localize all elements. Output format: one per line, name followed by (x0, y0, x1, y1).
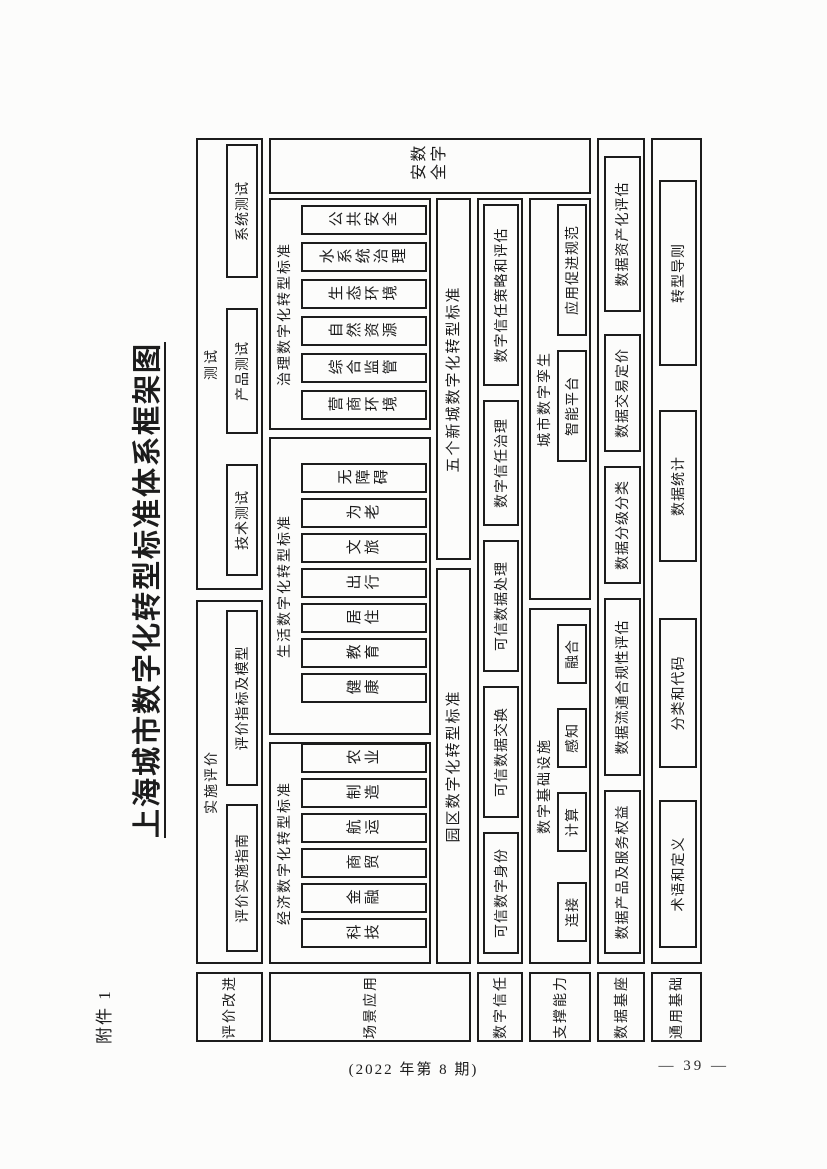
diagram-title: 上海城市数字化转型标准体系框架图 (124, 130, 166, 1050)
box-technical-testing: 技术测试 (226, 464, 258, 576)
attachment-label: 附件 1 (95, 989, 114, 1044)
box-transformation-guidelines: 转型导则 (659, 180, 697, 366)
rotated-diagram-canvas: 附件 1 上海城市数字化转型标准体系框架图 评价改进 场景应用 数字信任 支撑能… (90, 130, 710, 1050)
digital-trust-row-box: 可信数字身份 可信数据交换 可信数据处理 数字信任治理 数字信任策略和评估 (477, 198, 523, 964)
box-digital-trust-governance: 数字信任治理 (483, 400, 519, 526)
item-manufacturing: 制造 (301, 778, 427, 808)
box-connectivity: 连接 (557, 882, 587, 942)
box-computing: 计算 (557, 792, 587, 852)
digital-security-line1: 数字 (410, 147, 450, 165)
item-shipping: 航运 (301, 813, 427, 843)
box-data-products-service-rights: 数据产品及服务权益 (604, 790, 641, 954)
group-digital-infrastructure: 数字基础设施 连接 计算 感知 融合 (529, 608, 591, 964)
item-culture-tourism: 文旅 (301, 533, 427, 563)
box-park-standards: 园区数字化转型标准 (436, 568, 471, 964)
group-life-standards-label: 生活数字化转型标准 (276, 514, 292, 658)
box-data-circulation-compliance: 数据流通合规性评估 (604, 598, 641, 776)
group-testing: 测试 技术测试 产品测试 系统测试 (196, 138, 263, 590)
item-elderly-care: 为老 (301, 498, 427, 528)
general-foundation-row-box: 术语和定义 分类和代码 数据统计 转型导则 (651, 138, 702, 964)
group-life-standards: 生活数字化转型标准 健康 教育 居住 出行 文旅 为老 无障碍 (269, 437, 431, 735)
box-application-promotion-spec: 应用促进规范 (557, 204, 587, 336)
box-digital-trust-strategy-evaluation: 数字信任策略和评估 (483, 204, 519, 386)
group-governance-standards-label: 治理数字化转型标准 (276, 242, 292, 386)
item-business-environment: 营商环境 (301, 390, 427, 420)
item-water-system-governance: 水系统治理 (301, 242, 427, 272)
box-data-classification-grading: 数据分级分类 (604, 466, 641, 584)
item-accessibility: 无障碍 (301, 463, 427, 493)
item-finance: 金融 (301, 883, 427, 913)
item-education: 教育 (301, 638, 427, 668)
row-label-support-capability: 支撑能力 (529, 972, 591, 1042)
box-product-testing: 产品测试 (226, 308, 258, 434)
group-digital-infrastructure-label: 数字基础设施 (536, 738, 552, 834)
group-city-digital-twin-label: 城市数字孪生 (536, 351, 552, 447)
footer-issue-text: (2022 年第 8 期) (348, 1062, 479, 1078)
row-label-general-foundation: 通用基础 (651, 972, 702, 1042)
box-data-trading-pricing: 数据交易定价 (604, 334, 641, 452)
row-label-scenario-application: 场景应用 (269, 972, 471, 1042)
item-public-safety: 公共安全 (301, 205, 427, 235)
item-housing: 居住 (301, 603, 427, 633)
row-label-evaluation-improvement: 评价改进 (196, 972, 263, 1042)
box-evaluation-implementation-guide: 评价实施指南 (226, 804, 258, 952)
box-evaluation-indicators-models: 评价指标及模型 (226, 610, 258, 786)
group-implementation-evaluation-label: 实施评价 (203, 750, 219, 814)
digital-security-line2: 安全 (410, 166, 450, 183)
box-trusted-digital-identity: 可信数字身份 (483, 832, 519, 954)
box-convergence: 融合 (557, 624, 587, 684)
box-data-assetization-evaluation: 数据资产化评估 (604, 156, 641, 312)
item-ecological-environment: 生态环境 (301, 279, 427, 309)
item-travel: 出行 (301, 568, 427, 598)
box-intelligent-platform: 智能平台 (557, 350, 587, 462)
item-commerce: 商贸 (301, 848, 427, 878)
group-economy-standards-label: 经济数字化转型标准 (276, 781, 292, 925)
group-city-digital-twin: 城市数字孪生 智能平台 应用促进规范 (529, 198, 591, 600)
digital-security-box: 数字 安全 (269, 138, 591, 194)
box-five-new-cities-standards: 五个新城数字化转型标准 (436, 198, 471, 560)
diagram-title-text: 上海城市数字化转型标准体系框架图 (132, 342, 164, 839)
digital-security-text: 数字 安全 (410, 148, 450, 185)
footer-page-number: — 39 — (658, 1058, 729, 1074)
row-label-digital-trust: 数字信任 (477, 972, 523, 1042)
item-comprehensive-supervision: 综合监管 (301, 353, 427, 383)
box-sensing: 感知 (557, 708, 587, 768)
box-system-testing: 系统测试 (226, 144, 258, 278)
box-trusted-data-processing: 可信数据处理 (483, 540, 519, 672)
data-base-row-box: 数据产品及服务权益 数据流通合规性评估 数据分级分类 数据交易定价 数据资产化评… (597, 138, 645, 964)
box-classification-codes: 分类和代码 (659, 618, 697, 768)
item-natural-resources: 自然资源 (301, 316, 427, 346)
item-agriculture: 农业 (301, 743, 427, 773)
box-trusted-data-exchange: 可信数据交换 (483, 686, 519, 818)
box-data-statistics: 数据统计 (659, 410, 697, 562)
item-health: 健康 (301, 673, 427, 703)
group-governance-standards: 治理数字化转型标准 营商环境 综合监管 自然资源 生态环境 水系统治理 公共安全 (269, 198, 431, 430)
group-implementation-evaluation: 实施评价 评价实施指南 评价指标及模型 (196, 600, 263, 964)
row-label-data-base: 数据基座 (597, 972, 645, 1042)
group-economy-standards: 经济数字化转型标准 科技 金融 商贸 航运 制造 农业 (269, 742, 431, 964)
box-terms-definitions: 术语和定义 (659, 800, 697, 948)
group-testing-label: 测试 (203, 348, 219, 380)
item-technology: 科技 (301, 918, 427, 948)
